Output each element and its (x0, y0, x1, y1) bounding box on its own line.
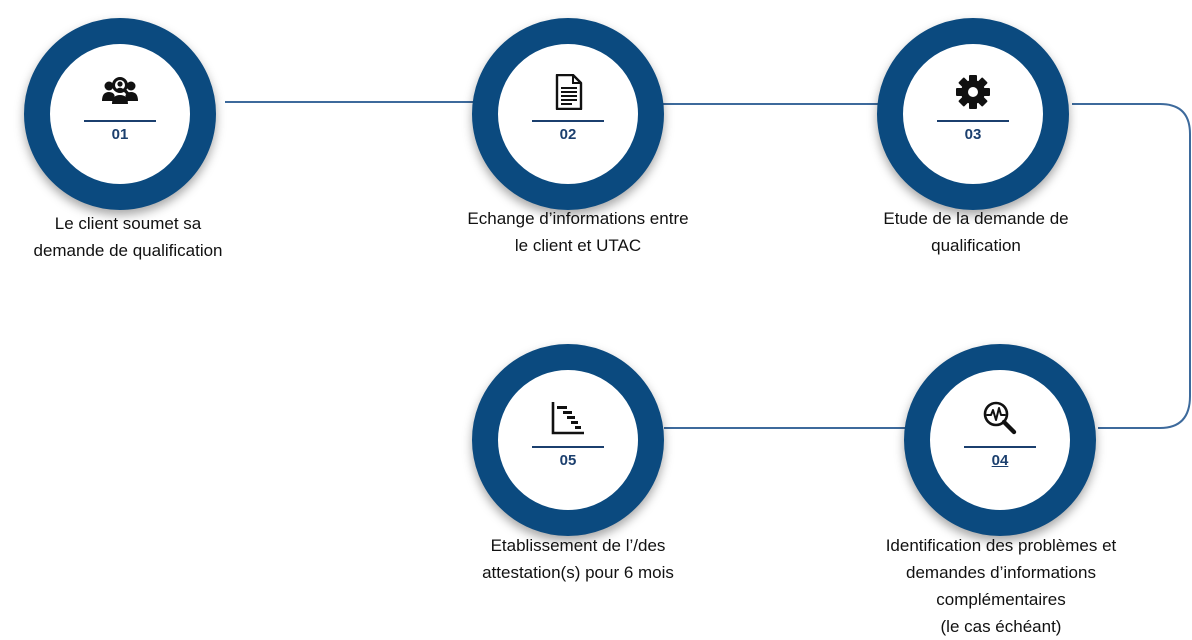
step-03-caption: Etude de la demande de qualification (840, 205, 1112, 259)
step-03-number: 03 (964, 126, 982, 143)
step-01-caption-line: demande de qualification (33, 241, 223, 260)
step-02-divider (532, 120, 604, 122)
step-04-circle: 04 (904, 344, 1096, 536)
step-02-caption-line: Echange d’informations entre (467, 209, 689, 228)
step-04-caption-line: (le cas échéant) (940, 617, 1062, 636)
step-04-caption-line: complémentaires (936, 590, 1066, 609)
step-04-caption: Identification des problèmes et demandes… (842, 532, 1160, 640)
step-03-caption-line: qualification (931, 236, 1021, 255)
step-02-caption: Echange d’informations entre le client e… (420, 205, 736, 259)
step-04-number: 04 (991, 452, 1009, 469)
step-05-number: 05 (559, 452, 577, 469)
gear-icon (956, 75, 990, 109)
step-03-circle: 03 (877, 18, 1069, 210)
step-04-caption-line: Identification des problèmes et (885, 536, 1117, 555)
step-01-number: 01 (111, 126, 129, 143)
step-04-caption-line: demandes d’informations (906, 563, 1096, 582)
connector-03-04 (1072, 103, 1191, 429)
step-01-caption-line: Le client soumet sa (54, 214, 202, 233)
magnifier-pulse-icon (983, 401, 1017, 435)
step-05-divider (532, 446, 604, 448)
step-04-divider (964, 446, 1036, 448)
step-02-number: 02 (559, 126, 577, 143)
step-02-circle: 02 (472, 18, 664, 210)
step-05-caption: Etablissement de l’/des attestation(s) p… (430, 532, 726, 586)
step-05-caption-line: Etablissement de l’/des (490, 536, 666, 555)
document-icon (555, 74, 583, 110)
step-02-caption-line: le client et UTAC (514, 236, 642, 255)
users-search-icon (102, 77, 138, 104)
step-01-circle: 01 (24, 18, 216, 210)
step-01-divider (84, 120, 156, 122)
step-05-circle: 05 (472, 344, 664, 536)
step-03-caption-line: Etude de la demande de (883, 209, 1069, 228)
gantt-chart-icon (551, 402, 584, 435)
step-01-caption: Le client soumet sa demande de qualifica… (0, 210, 256, 264)
step-03-divider (937, 120, 1009, 122)
step-05-caption-line: attestation(s) pour 6 mois (482, 563, 674, 582)
